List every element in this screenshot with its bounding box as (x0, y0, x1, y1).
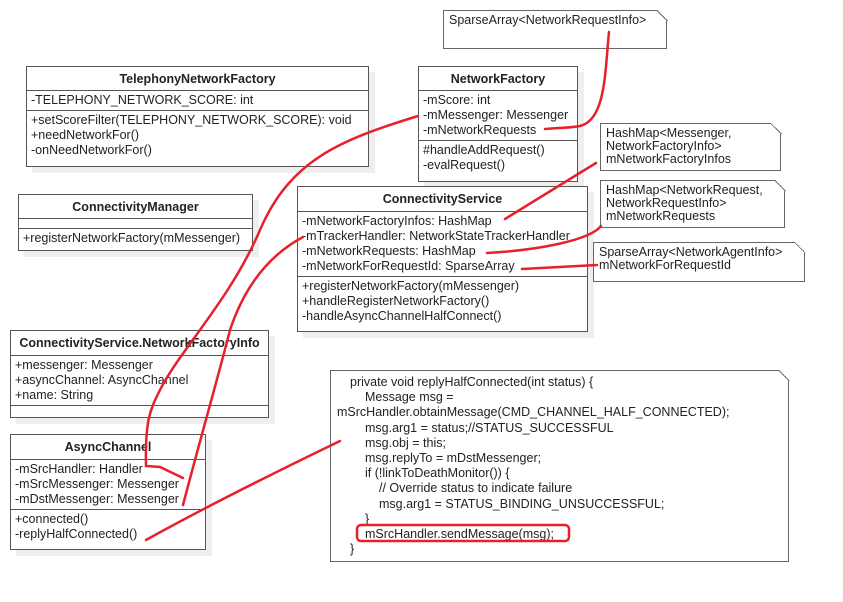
code-line: } (365, 511, 370, 526)
note-code-reply-half-connected: private void replyHalfConnected(int stat… (330, 369, 790, 562)
attribute: -mNetworkRequests (423, 123, 537, 137)
method: -replyHalfConnected() (15, 527, 138, 541)
method: -evalRequest() (423, 158, 505, 172)
attribute: +messenger: Messenger (15, 358, 153, 372)
attributes: -mSrcHandler: Handler -mSrcMessenger: Me… (11, 460, 205, 510)
code-line: Message msg = (365, 390, 454, 405)
methods: +registerNetworkFactory(mMessenger) +han… (298, 277, 587, 326)
method: -onNeedNetworkFor() (31, 143, 152, 157)
note-sparse-agent-info: SparseArray<NetworkAgentInfo> mNetworkFo… (593, 241, 806, 282)
method: #handleAddRequest() (423, 143, 545, 157)
note-sparse-request-info: SparseArray<NetworkRequestInfo> (443, 9, 668, 49)
methods-empty (11, 406, 268, 415)
attributes: -mScore: int -mMessenger: Messenger -mNe… (419, 91, 577, 141)
code-line-highlighted: mSrcHandler.sendMessage(msg); (365, 527, 554, 542)
class-title: ConnectivityService (298, 187, 587, 212)
class-network-factory-info: ConnectivityService.NetworkFactoryInfo +… (10, 330, 269, 418)
note-text: mNetworkForRequestId (599, 258, 731, 272)
attribute: +name: String (15, 388, 94, 402)
note-text: mNetworkFactoryInfos (606, 152, 732, 166)
method: +connected() (15, 512, 89, 526)
attribute: -mNetworkRequests: HashMap (302, 244, 476, 258)
attribute: -mMessenger: Messenger (423, 108, 569, 122)
note-text: NetworkRequestInfo> (606, 196, 727, 210)
class-title: TelephonyNetworkFactory (27, 67, 368, 91)
code-line: } (350, 542, 355, 557)
note-hashmap-factory-infos: HashMap<Messenger, NetworkFactoryInfo> m… (600, 122, 782, 171)
note-text: SparseArray<NetworkRequestInfo> (449, 13, 647, 27)
attributes: -TELEPHONY_NETWORK_SCORE: int (27, 91, 368, 111)
code-line: private void replyHalfConnected(int stat… (350, 375, 594, 389)
methods: +registerNetworkFactory(mMessenger) (19, 229, 252, 248)
class-title: ConnectivityManager (19, 195, 252, 219)
methods: #handleAddRequest() -evalRequest() (419, 141, 577, 175)
note-text: NetworkFactoryInfo> (606, 139, 722, 153)
attribute: -mNetworkFactoryInfos: HashMap (302, 214, 492, 228)
attribute: -mNetworkForRequestId: SparseArray (302, 259, 515, 273)
method: +needNetworkFor() (31, 128, 140, 142)
code-line: msg.obj = this; (365, 435, 446, 450)
code-line: mSrcHandler.obtainMessage(CMD_CHANNEL_HA… (337, 405, 730, 420)
method: +setScoreFilter(TELEPHONY_NETWORK_SCORE)… (31, 113, 352, 127)
attribute: -mSrcHandler: Handler (15, 462, 143, 476)
class-telephony-network-factory: TelephonyNetworkFactory -TELEPHONY_NETWO… (26, 66, 369, 167)
method: +registerNetworkFactory(mMessenger) (302, 279, 520, 293)
code-line: msg.arg1 = status;//STATUS_SUCCESSFUL (365, 420, 614, 435)
class-title: AsyncChannel (11, 435, 205, 460)
note-text: HashMap<NetworkRequest, (606, 183, 763, 197)
note-hashmap-network-requests: HashMap<NetworkRequest, NetworkRequestIn… (600, 179, 786, 228)
class-title: NetworkFactory (419, 67, 577, 91)
note-text: SparseArray<NetworkAgentInfo> (599, 245, 783, 259)
note-text: HashMap<Messenger, (606, 126, 732, 140)
attributes-empty (19, 219, 252, 229)
attribute: -mTrackerHandler: NetworkStateTrackerHan… (302, 229, 570, 243)
attribute: -TELEPHONY_NETWORK_SCORE: int (31, 93, 254, 107)
methods: +setScoreFilter(TELEPHONY_NETWORK_SCORE)… (27, 111, 368, 160)
code-line: msg.replyTo = mDstMessenger; (365, 451, 542, 466)
attribute: -mScore: int (423, 93, 491, 107)
attribute: -mDstMessenger: Messenger (15, 492, 179, 506)
class-connectivity-manager: ConnectivityManager +registerNetworkFact… (18, 194, 253, 251)
methods: +connected() -replyHalfConnected() (11, 510, 205, 544)
class-async-channel: AsyncChannel -mSrcHandler: Handler -mSrc… (10, 434, 206, 550)
class-network-factory: NetworkFactory -mScore: int -mMessenger:… (418, 66, 578, 182)
note-text: mNetworkRequests (606, 209, 716, 223)
code-line: // Override status to indicate failure (379, 481, 573, 496)
method: +handleRegisterNetworkFactory() (302, 294, 490, 308)
attributes: +messenger: Messenger +asyncChannel: Asy… (11, 356, 268, 406)
attributes: -mNetworkFactoryInfos: HashMap -mTracker… (298, 212, 587, 277)
method: +registerNetworkFactory(mMessenger) (23, 231, 241, 245)
attribute: -mSrcMessenger: Messenger (15, 477, 179, 491)
attribute: +asyncChannel: AsyncChannel (15, 373, 189, 387)
class-title: ConnectivityService.NetworkFactoryInfo (11, 331, 268, 356)
class-connectivity-service: ConnectivityService -mNetworkFactoryInfo… (297, 186, 588, 332)
code-line: msg.arg1 = STATUS_BINDING_UNSUCCESSFUL; (379, 496, 665, 511)
method: -handleAsyncChannelHalfConnect() (302, 309, 502, 323)
code-line: if (!linkToDeathMonitor()) { (365, 466, 510, 481)
